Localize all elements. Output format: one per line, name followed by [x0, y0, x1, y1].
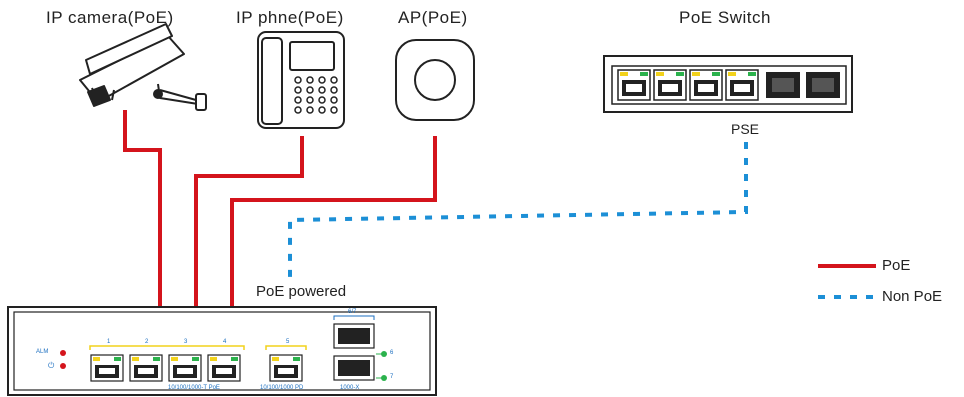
- ap-icon: [395, 39, 475, 121]
- alm-led: [60, 350, 66, 356]
- pd-sfp-ports: [333, 323, 387, 381]
- group-poe-label: 10/100/1000-T PoE: [168, 385, 220, 391]
- panel-alm-label: ALM: [36, 349, 49, 355]
- non-poe-cable: [288, 142, 748, 278]
- ip-camera-icon: [79, 23, 207, 111]
- group-pd-label: 10/100/1000 PD: [260, 385, 304, 391]
- legend: [818, 264, 876, 299]
- port-3-label: 3: [184, 339, 188, 345]
- pd-poe-ports: [90, 354, 241, 382]
- pd-uplink-port: [269, 354, 303, 382]
- pd-device-panel: [7, 306, 437, 396]
- pse-label: PSE: [731, 121, 760, 137]
- switch-sfp-ports: [766, 72, 840, 98]
- port-6-label: 6: [390, 350, 394, 356]
- poe-switch-label: PoE Switch: [679, 8, 771, 27]
- poe-powered-label: PoE powered: [256, 283, 347, 300]
- poe-cable-camera: [123, 110, 162, 310]
- poe-cables: [123, 110, 437, 310]
- ip-camera-label: IP camera(PoE): [46, 8, 174, 27]
- port-5-label: 5: [286, 339, 290, 345]
- port-1-label: 1: [107, 339, 111, 345]
- port-2-label: 2: [145, 339, 149, 345]
- legend-non-poe-label: Non PoE: [882, 288, 943, 305]
- poe-cable-phone: [194, 136, 304, 310]
- ap-label: AP(PoE): [398, 8, 468, 27]
- power-led: [60, 363, 66, 369]
- port-4-label: 4: [223, 339, 227, 345]
- legend-poe-label: PoE: [882, 257, 911, 274]
- ip-phone-label: IP phne(PoE): [236, 8, 344, 27]
- switch-rj45-ports: [617, 69, 759, 101]
- port-7-label: 7: [390, 374, 394, 380]
- poe-switch-icon: [603, 55, 853, 113]
- ip-phone-icon: [257, 31, 345, 129]
- port-67-label: 6/7: [348, 309, 357, 315]
- poe-cable-ap: [230, 136, 437, 310]
- power-icon: ⏻: [48, 361, 55, 370]
- group-sfp-label: 1000-X: [340, 385, 360, 391]
